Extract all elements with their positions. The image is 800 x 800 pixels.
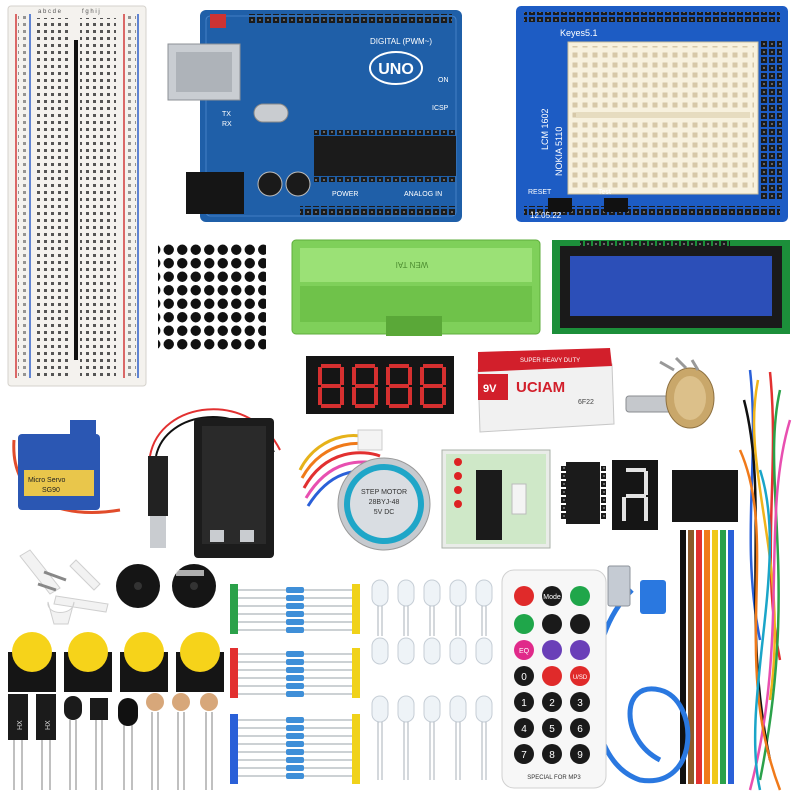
- resistor-strips: [230, 584, 360, 784]
- digit-2-label: 2: [549, 698, 555, 709]
- buzzer: [172, 564, 216, 608]
- usb-cable: [591, 565, 691, 784]
- photoresistor: [146, 693, 164, 711]
- stepper-label-1: STEP MOTOR: [361, 489, 407, 496]
- dupont-ribbon-cable: [672, 470, 738, 784]
- capacitor: [257, 171, 283, 197]
- jumper-wire-bundle: [738, 369, 792, 791]
- ir-receivers-and-sensors: HX HX: [8, 693, 218, 790]
- stepper-label-3: 5V DC: [374, 509, 395, 516]
- battery-voltage: 9V: [483, 383, 497, 395]
- nine-volt-battery: SUPER HEAVY DUTY UCIAM 9V 6F22: [477, 348, 615, 433]
- digit-1-label: 1: [521, 698, 527, 709]
- analog-label: ANALOG IN: [404, 191, 442, 198]
- breadboard-letters-left: a b c d e: [38, 9, 62, 15]
- servo-label: Micro Servo: [28, 477, 65, 484]
- uno-label: UNO: [378, 61, 414, 78]
- ir-text-2: HX: [45, 720, 52, 730]
- digit-0-button: [514, 666, 534, 686]
- uno-logo: [369, 51, 423, 85]
- lcd-screen: [570, 256, 772, 316]
- usd-button: [570, 666, 590, 686]
- digit-5-label: 5: [549, 724, 555, 735]
- digital-label: DIGITAL (PWM~): [370, 37, 432, 46]
- usd-label: U/SD: [573, 675, 588, 681]
- servo-model: SG90: [42, 487, 60, 494]
- reset-label: RESET: [528, 189, 552, 196]
- digit-7-label: 7: [521, 750, 527, 761]
- photoresistor: [172, 693, 190, 711]
- breadboard: a b c d e f g h i j: [7, 5, 147, 387]
- clear-leds: [371, 579, 493, 780]
- battery-brand: UCIAM: [516, 379, 565, 396]
- micro-servo: Micro Servo SG90: [12, 420, 121, 514]
- uln2003-driver-board: [441, 449, 551, 549]
- lcd-1602-module: [552, 240, 790, 334]
- lcm-label: LCM 1602: [540, 108, 550, 150]
- battery-tagline: SUPER HEAVY DUTY: [520, 358, 580, 364]
- box-brand: WEN TAI: [396, 260, 429, 269]
- green-component-box: WEN TAI: [291, 239, 541, 336]
- play-pause-button: [514, 614, 534, 634]
- stepper-motor: STEP MOTOR 28BYJ-48 5V DC: [298, 429, 431, 551]
- test-label: Test: [598, 189, 611, 196]
- led-dot-matrix: [158, 242, 270, 364]
- battery-model: 6F22: [578, 399, 594, 406]
- breadboard-letters-right: f g h i j: [82, 9, 100, 15]
- mode-button: [542, 586, 562, 606]
- eq-label: EQ: [519, 648, 530, 655]
- servo-horns: [19, 549, 109, 625]
- power-label: POWER: [332, 191, 358, 198]
- prev-button: [542, 614, 562, 634]
- arduino-uno-board: UNO DIGITAL (PWM~) TX RX ON ICSP POWER A…: [167, 10, 462, 222]
- ir-remote-control: Mode EQ 0 U/SD 1 2 3 4 5 6 7 8 9 SPECIAL…: [501, 569, 607, 789]
- digit-9-label: 9: [577, 750, 583, 761]
- mute-button: [570, 586, 590, 606]
- buzzer: [116, 564, 160, 608]
- tactile-push-buttons: [8, 632, 224, 692]
- eq-button: [514, 640, 534, 660]
- keyes-label: Keyes5.1: [560, 28, 598, 38]
- four-digit-seven-segment-display: [306, 356, 454, 414]
- digit-4-label: 4: [521, 724, 527, 735]
- tx-label: TX: [222, 111, 231, 118]
- capacitor: [285, 171, 311, 197]
- atmega-chip: [314, 136, 456, 176]
- date-label: 12.05.22: [530, 211, 562, 220]
- power-button: [514, 586, 534, 606]
- single-seven-segment-display: [612, 460, 658, 530]
- digit-3-label: 3: [577, 698, 583, 709]
- next-button: [570, 614, 590, 634]
- vol-up-button: [570, 640, 590, 660]
- digit-6-label: 6: [577, 724, 583, 735]
- icsp-label: ICSP: [432, 105, 449, 112]
- rx-label: RX: [222, 121, 232, 128]
- nine-volt-battery-holder: [194, 418, 274, 558]
- photoresistor: [200, 693, 218, 711]
- vol-down-button: [542, 640, 562, 660]
- digit-0-label: 0: [521, 672, 527, 683]
- reset-button: [210, 14, 226, 28]
- nokia-label: NOKIA 5110: [554, 127, 564, 176]
- stepper-label-2: 28BYJ-48: [369, 499, 400, 506]
- digit-8-label: 8: [549, 750, 555, 761]
- ic-chip: [560, 462, 606, 524]
- dc-power-jack: [186, 172, 244, 214]
- on-label: ON: [438, 77, 449, 84]
- repeat-button: [542, 666, 562, 686]
- potentiometer: [625, 356, 715, 429]
- mode-label: Mode: [543, 594, 561, 601]
- ir-text-1: HX: [17, 720, 24, 730]
- prototype-shield: Keyes5.1 LCM 1602 NOKIA 5110 RESET Test …: [516, 6, 788, 222]
- remote-footer: SPECIAL FOR MP3: [527, 775, 581, 781]
